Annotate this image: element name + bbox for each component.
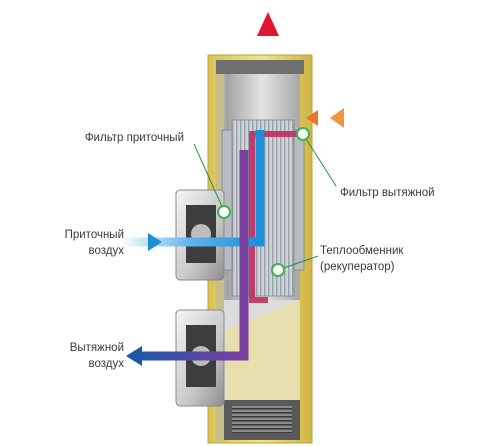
heat-exchanger-marker-icon xyxy=(271,263,285,277)
cold-supply-flow xyxy=(120,130,265,251)
hot-air-flow xyxy=(249,12,300,303)
hot-air-arrow-up-icon xyxy=(257,12,279,36)
callouts xyxy=(193,133,337,271)
label-supply-air-line2: воздух xyxy=(89,245,125,257)
label-exhaust-air-line2: воздух xyxy=(89,358,125,370)
heat-exchanger-leader xyxy=(277,255,319,271)
warm-intake-flow xyxy=(252,108,350,128)
warm-intake-arrow-head-icon xyxy=(330,108,344,128)
warm-intake-arrow-left-icon xyxy=(306,110,318,126)
exhaust-filter-leader xyxy=(302,133,337,187)
exhaust-out-arrow-left-icon xyxy=(126,346,142,366)
bottom-vent xyxy=(224,400,300,440)
label-heat-exchanger-line1: Теплообменник xyxy=(320,245,404,257)
exhaust-out-path xyxy=(136,150,249,361)
exhaust-filter-marker-icon xyxy=(296,127,310,141)
hot-air-return-path xyxy=(249,131,300,303)
exhaust-out-flow xyxy=(126,150,249,366)
cold-supply-path xyxy=(120,130,265,247)
label-heat-exchanger-line2: (рекуператор) xyxy=(320,261,395,273)
label-exhaust-filter: Фильтр вытяжной xyxy=(340,187,435,199)
label-supply-filter: Фильтр приточный xyxy=(85,132,184,144)
cold-supply-arrow-right-icon xyxy=(148,233,162,251)
exhaust-filter-element xyxy=(293,129,305,271)
supply-filter-marker-icon xyxy=(217,205,231,219)
supply-filter-leader xyxy=(193,143,225,212)
vent-grille xyxy=(232,406,292,434)
supply-fan xyxy=(175,189,225,281)
label-exhaust-air-line1: Вытяжной xyxy=(70,342,124,354)
housing-top-cap xyxy=(216,60,304,74)
label-supply-air-line1: Приточный xyxy=(65,229,124,241)
